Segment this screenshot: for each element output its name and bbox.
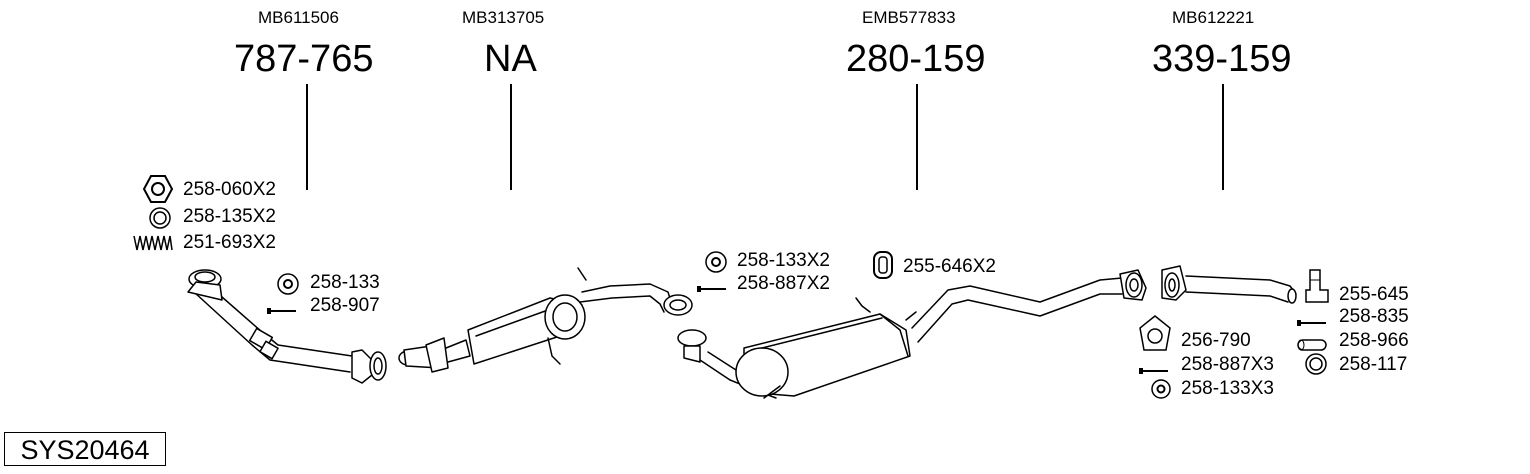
nut-icon [277, 273, 299, 295]
bolt-icon [267, 308, 296, 314]
tail-pipe [1161, 265, 1297, 304]
label-258-835: 258-835 [1339, 306, 1409, 327]
label-258-133x3: 258-133X3 [1181, 378, 1274, 399]
label-258-887x2: 258-887X2 [737, 273, 830, 294]
group-1-part-number: 787-765 [234, 38, 374, 80]
bolt-icon [697, 286, 726, 292]
group-2-part-number: NA [484, 38, 537, 80]
group-4-leader-line [1222, 84, 1224, 190]
group-3-ref: EMB577833 [862, 8, 956, 27]
group-2-ref: MB313705 [462, 8, 545, 27]
group-1-ref: MB611506 [258, 8, 339, 27]
rear-muffler-section [677, 269, 1147, 399]
label-258-133x2: 258-133X2 [737, 250, 830, 271]
label-255-645: 255-645 [1339, 284, 1409, 305]
spring-icon [133, 235, 173, 251]
group-3-leader-line [916, 84, 918, 190]
clamp-sleeve-icon [1297, 339, 1327, 351]
label-258-887x3: 258-887X3 [1181, 354, 1274, 375]
nut-icon [1151, 379, 1171, 399]
rubber-hanger-icon [873, 251, 893, 279]
label-258-135: 258-135X2 [183, 206, 276, 227]
washer-icon [149, 207, 171, 229]
mounting-bracket-icon [1305, 269, 1329, 303]
middle-section [398, 267, 693, 373]
hex-nut-icon [142, 175, 174, 203]
system-id-box: SYS20464 [4, 432, 166, 466]
label-258-117: 258-117 [1339, 354, 1408, 375]
front-pipe [187, 269, 387, 384]
group-4-ref: MB612221 [1172, 8, 1255, 27]
label-251-693: 251-693X2 [183, 232, 276, 253]
group-4-part-number: 339-159 [1152, 38, 1292, 80]
label-258-966: 258-966 [1339, 330, 1409, 351]
label-256-790: 256-790 [1181, 330, 1251, 351]
label-258-133: 258-133 [310, 272, 380, 293]
label-258-060: 258-060X2 [183, 179, 276, 200]
bolt-icon [1297, 320, 1326, 326]
label-258-907: 258-907 [310, 295, 380, 316]
label-255-646: 255-646X2 [903, 256, 996, 277]
group-3-part-number: 280-159 [846, 38, 986, 80]
washer-icon [1305, 353, 1327, 375]
nut-icon [705, 251, 727, 273]
gasket-icon [1139, 315, 1171, 351]
group-2-leader-line [510, 84, 512, 190]
group-1-leader-line [306, 84, 308, 190]
bolt-icon [1139, 368, 1168, 374]
